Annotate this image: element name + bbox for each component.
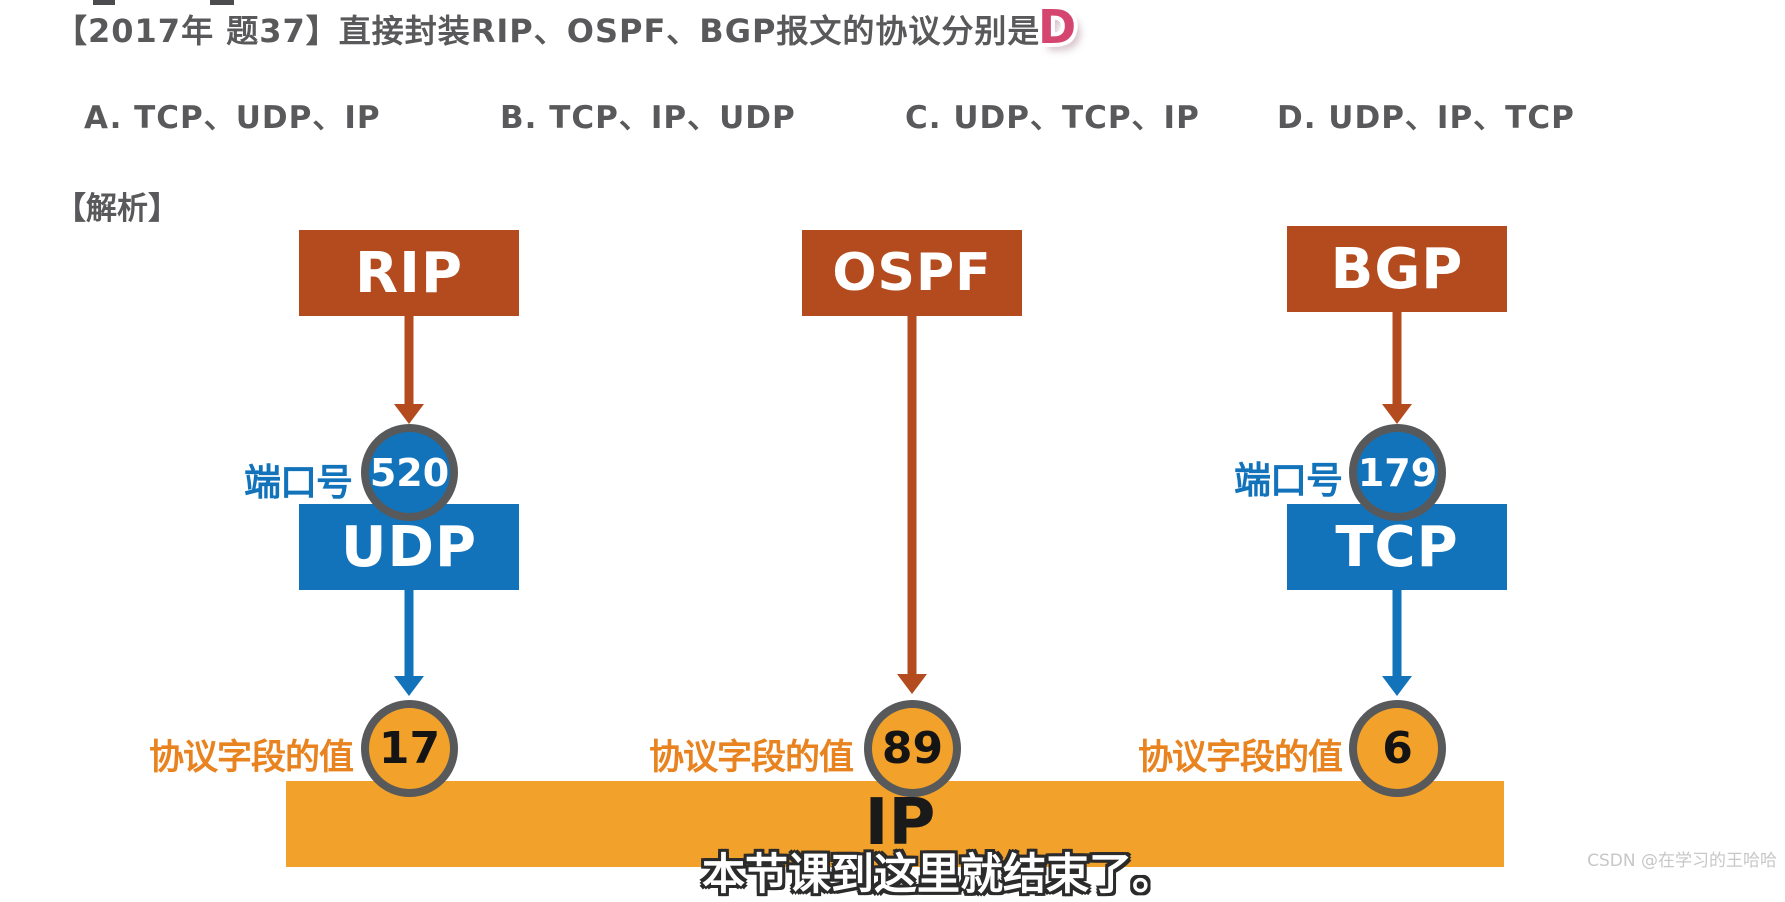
port-label-rip: 端口号 xyxy=(244,461,353,504)
ip-layer-bar xyxy=(286,781,1504,867)
arrow-head-icon xyxy=(1382,404,1412,424)
proto-17-circle: 17 xyxy=(361,700,458,797)
option-d: D. UDP、IP、TCP xyxy=(1277,100,1575,136)
question-title: 【2017年 题37】直接封装RIP、OSPF、BGP报文的协议分别是 xyxy=(55,12,1041,50)
top-edge-artifact xyxy=(210,0,234,5)
arrow-shaft xyxy=(1392,590,1402,676)
option-c: C. UDP、TCP、IP xyxy=(905,100,1200,136)
top-edge-artifact xyxy=(93,0,115,5)
analysis-label: 【解析】 xyxy=(55,191,179,227)
arrow-shaft xyxy=(404,590,414,676)
csdn-watermark: CSDN @在学习的王哈哈 xyxy=(1587,851,1777,871)
ip-layer-label: IP xyxy=(864,786,936,860)
arrow-head-icon xyxy=(1382,676,1412,696)
ospf-box: OSPF xyxy=(802,230,1022,316)
port-520-circle: 520 xyxy=(361,424,458,521)
option-b: B. TCP、IP、UDP xyxy=(500,100,796,136)
arrow-head-icon xyxy=(897,674,927,694)
port-label-bgp: 端口号 xyxy=(1234,459,1343,502)
arrow-head-icon xyxy=(394,404,424,424)
video-subtitle: 本节课到这里就结束了。 xyxy=(702,850,1175,900)
proto-field-label-ospf: 协议字段的值 xyxy=(648,738,854,778)
bgp-box: BGP xyxy=(1287,226,1507,312)
proto-6-circle: 6 xyxy=(1349,700,1446,797)
answer-badge: D xyxy=(1038,0,1077,54)
arrow-shaft xyxy=(404,316,414,404)
arrow-head-icon xyxy=(394,676,424,696)
port-179-circle: 179 xyxy=(1349,424,1446,521)
proto-field-label-tcp: 协议字段的值 xyxy=(1137,738,1343,778)
arrow-shaft xyxy=(907,316,917,674)
proto-89-circle: 89 xyxy=(864,700,961,797)
arrow-shaft xyxy=(1392,312,1402,404)
tcp-box: TCP xyxy=(1287,504,1507,590)
option-a: A. TCP、UDP、IP xyxy=(84,100,381,136)
proto-field-label-udp: 协议字段的值 xyxy=(148,738,354,778)
rip-box: RIP xyxy=(299,230,519,316)
